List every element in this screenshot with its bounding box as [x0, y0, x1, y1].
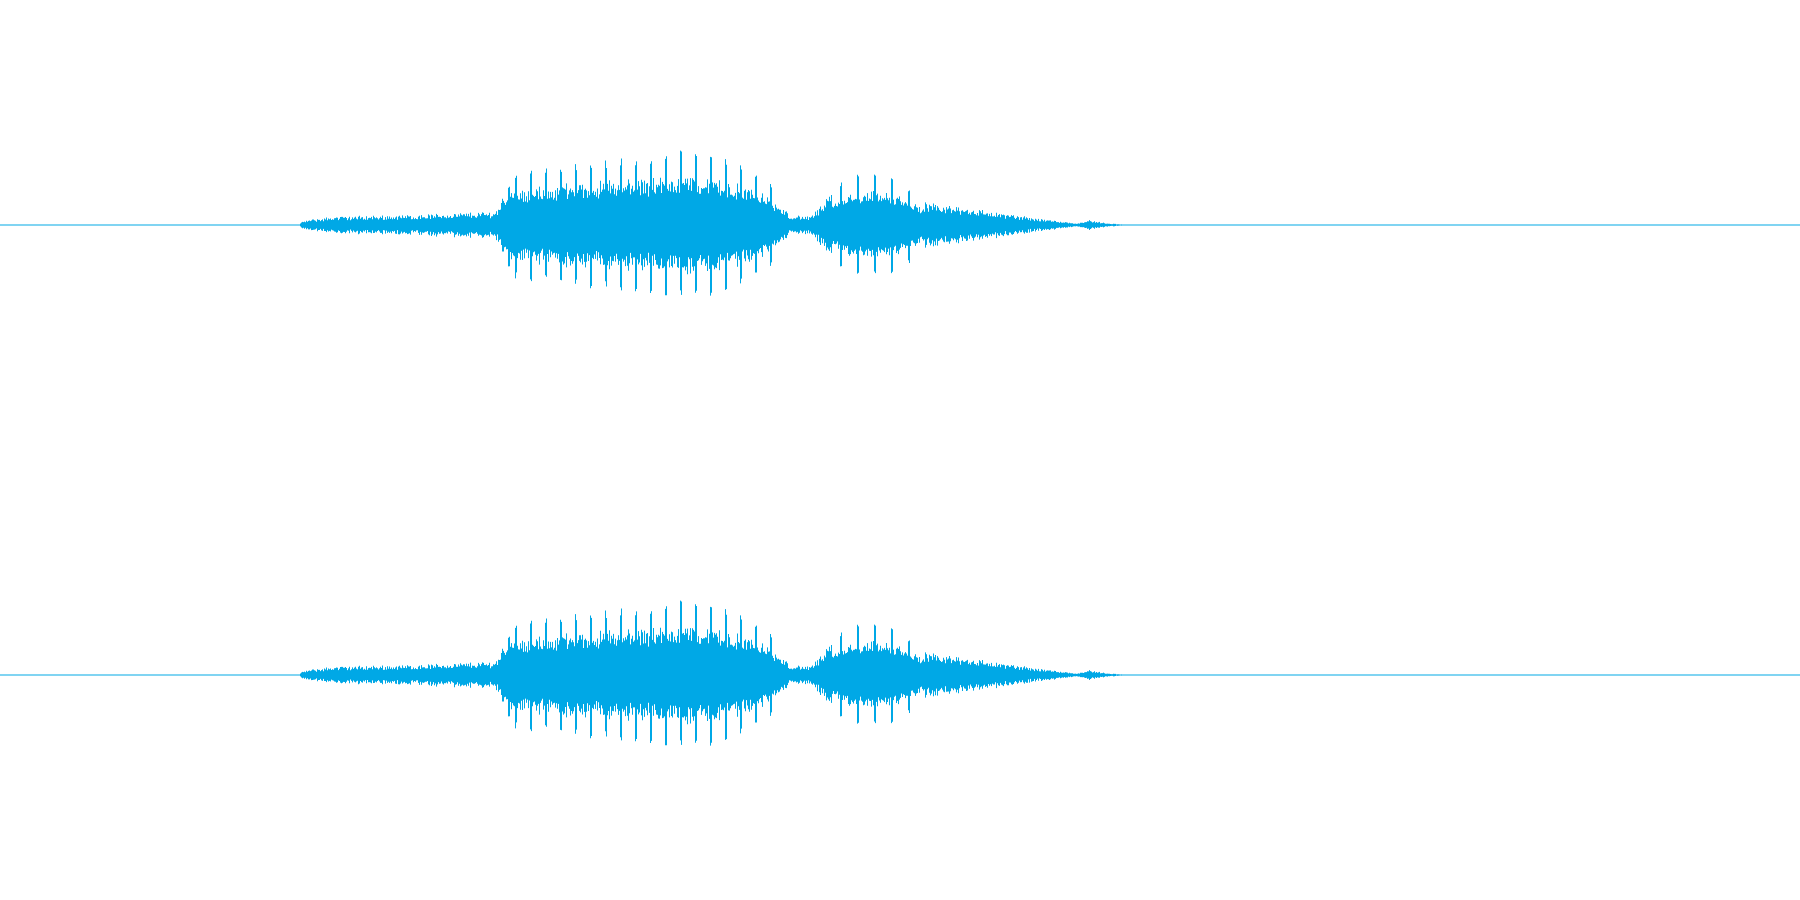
waveform-left-signal: [299, 150, 1127, 296]
waveform-channel-left: [0, 150, 1800, 296]
waveform-channel-right: [0, 450, 1800, 900]
waveform-right-bars: [299, 600, 1127, 746]
waveform-right-svg: [0, 600, 1800, 746]
waveform-left-bars: [299, 150, 1127, 296]
waveform-left-svg: [0, 150, 1800, 296]
waveform-right-signal: [299, 600, 1127, 746]
